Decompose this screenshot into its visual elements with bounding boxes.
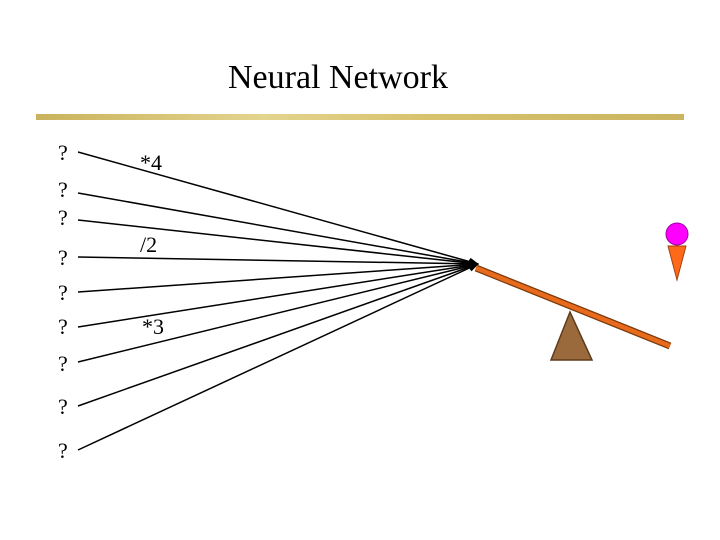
input-label-8: ? (58, 394, 68, 419)
fulcrum-triangle (549, 310, 594, 361)
connection-line-2 (77, 192, 479, 267)
connection-line-5 (77, 260, 479, 293)
connection-line-9 (77, 263, 479, 451)
input-labels: ? ? ? ? ? ? ? ? ? (58, 140, 68, 463)
input-label-9: ? (58, 438, 68, 463)
connection-line-1 (77, 151, 479, 266)
input-label-4: ? (58, 245, 68, 270)
weight-label-divide-2: /2 (140, 232, 157, 257)
weight-label-times-4: *4 (140, 150, 162, 175)
connection-line-8 (77, 263, 479, 407)
input-label-3: ? (58, 205, 68, 230)
input-label-5: ? (58, 280, 68, 305)
connection-line-6 (77, 261, 479, 328)
input-label-2: ? (58, 177, 68, 202)
ice-cream-icon (665, 222, 689, 282)
weight-label-times-3: *3 (142, 314, 164, 339)
ball-shape (665, 222, 689, 246)
connection-line-4 (77, 256, 479, 268)
page-title-text: Neural Network (228, 59, 448, 96)
connection-line-7 (77, 262, 479, 363)
connection-lines (77, 151, 479, 451)
input-label-6: ? (58, 314, 68, 339)
page-title: Neural Network (0, 58, 720, 99)
seesaw-beam (474, 264, 672, 350)
input-label-7: ? (58, 351, 68, 376)
weight-labels: *4 /2 *3 (140, 150, 164, 339)
input-label-1: ? (58, 140, 68, 165)
title-divider (36, 114, 684, 120)
cone-shape (667, 245, 687, 282)
connection-line-3 (77, 219, 479, 267)
